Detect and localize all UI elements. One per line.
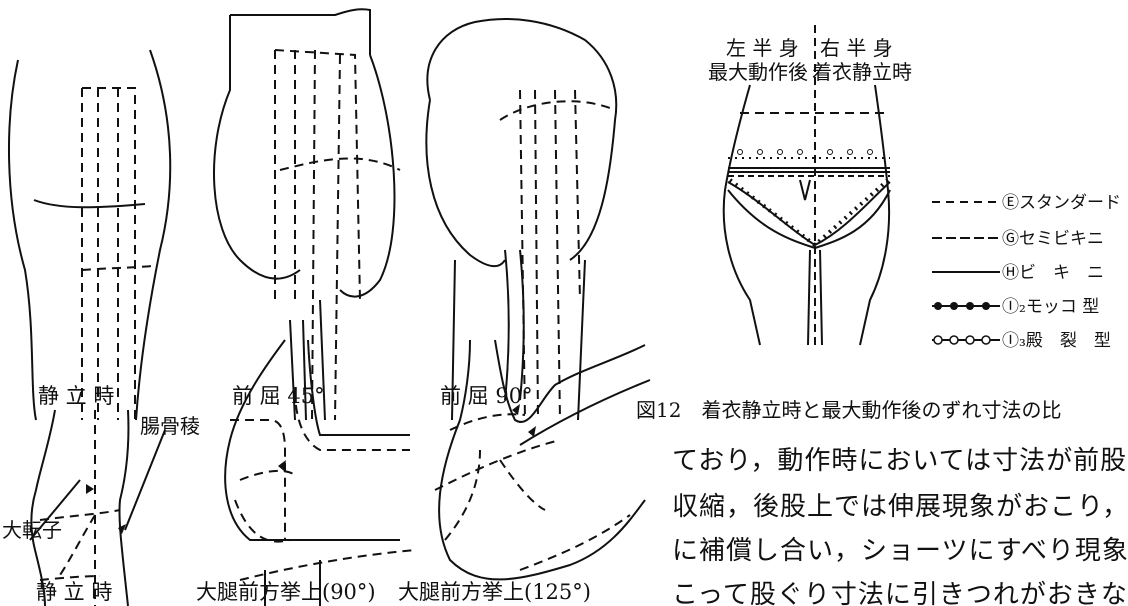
caption-standing-side: 静 立 時 — [36, 576, 112, 606]
body-text-line: ており，動作時においては寸法が前股上 — [672, 440, 1128, 477]
figure-standing-side: 腸骨稜 大転子 静 立 時 — [0, 410, 210, 606]
leg-raise90-drawing — [210, 340, 420, 606]
caption-leg-raise125: 大腿前方挙上(125°) — [398, 576, 591, 606]
figure-leg-raise90: 大腿前方挙上(90°) — [210, 340, 420, 606]
figure-leg-raise125: 大腿前方挙上(125°) — [420, 340, 660, 606]
body-text-line: に補償し合い，ショーツにすべり現象が — [672, 530, 1128, 567]
legend-standard: Ⓔスタンダード — [930, 188, 1128, 216]
figure-standing-top: 静 立 時 — [0, 0, 200, 420]
legend-semi-bikini: Ⓖセミビキニ — [930, 224, 1128, 252]
body-text-line: こって股ぐり寸法に引きつれがおきない — [672, 574, 1128, 606]
body-text-line: 収縮，後股上では伸展現象がおこり，相 — [672, 486, 1128, 523]
caption-leg-raise90: 大腿前方挙上(90°) — [196, 576, 376, 606]
legend-mokko: Ⓘ₂モッコ 型 — [930, 292, 1128, 320]
caption-standing: 静 立 時 — [38, 380, 114, 410]
marker-icon — [86, 484, 94, 494]
legend-crotch-split: Ⓘ₃殿 裂 型 — [930, 326, 1128, 354]
label-ilium-ridge: 腸骨稜 — [140, 410, 200, 439]
figure12-caption: 図12 着衣静立時と最大動作後のずれ寸法の比 — [636, 394, 1128, 423]
label-greater-trochanter: 大転子 — [2, 514, 62, 543]
standing-drawing — [0, 0, 200, 420]
fig12-drawing — [700, 0, 910, 350]
leg-raise125-drawing — [420, 340, 660, 606]
legend-bikini: Ⓗビ キ ニ — [930, 258, 1128, 286]
figure12: 左 半 身 最大動作後 右 半 身 着衣静立時 — [700, 0, 910, 350]
